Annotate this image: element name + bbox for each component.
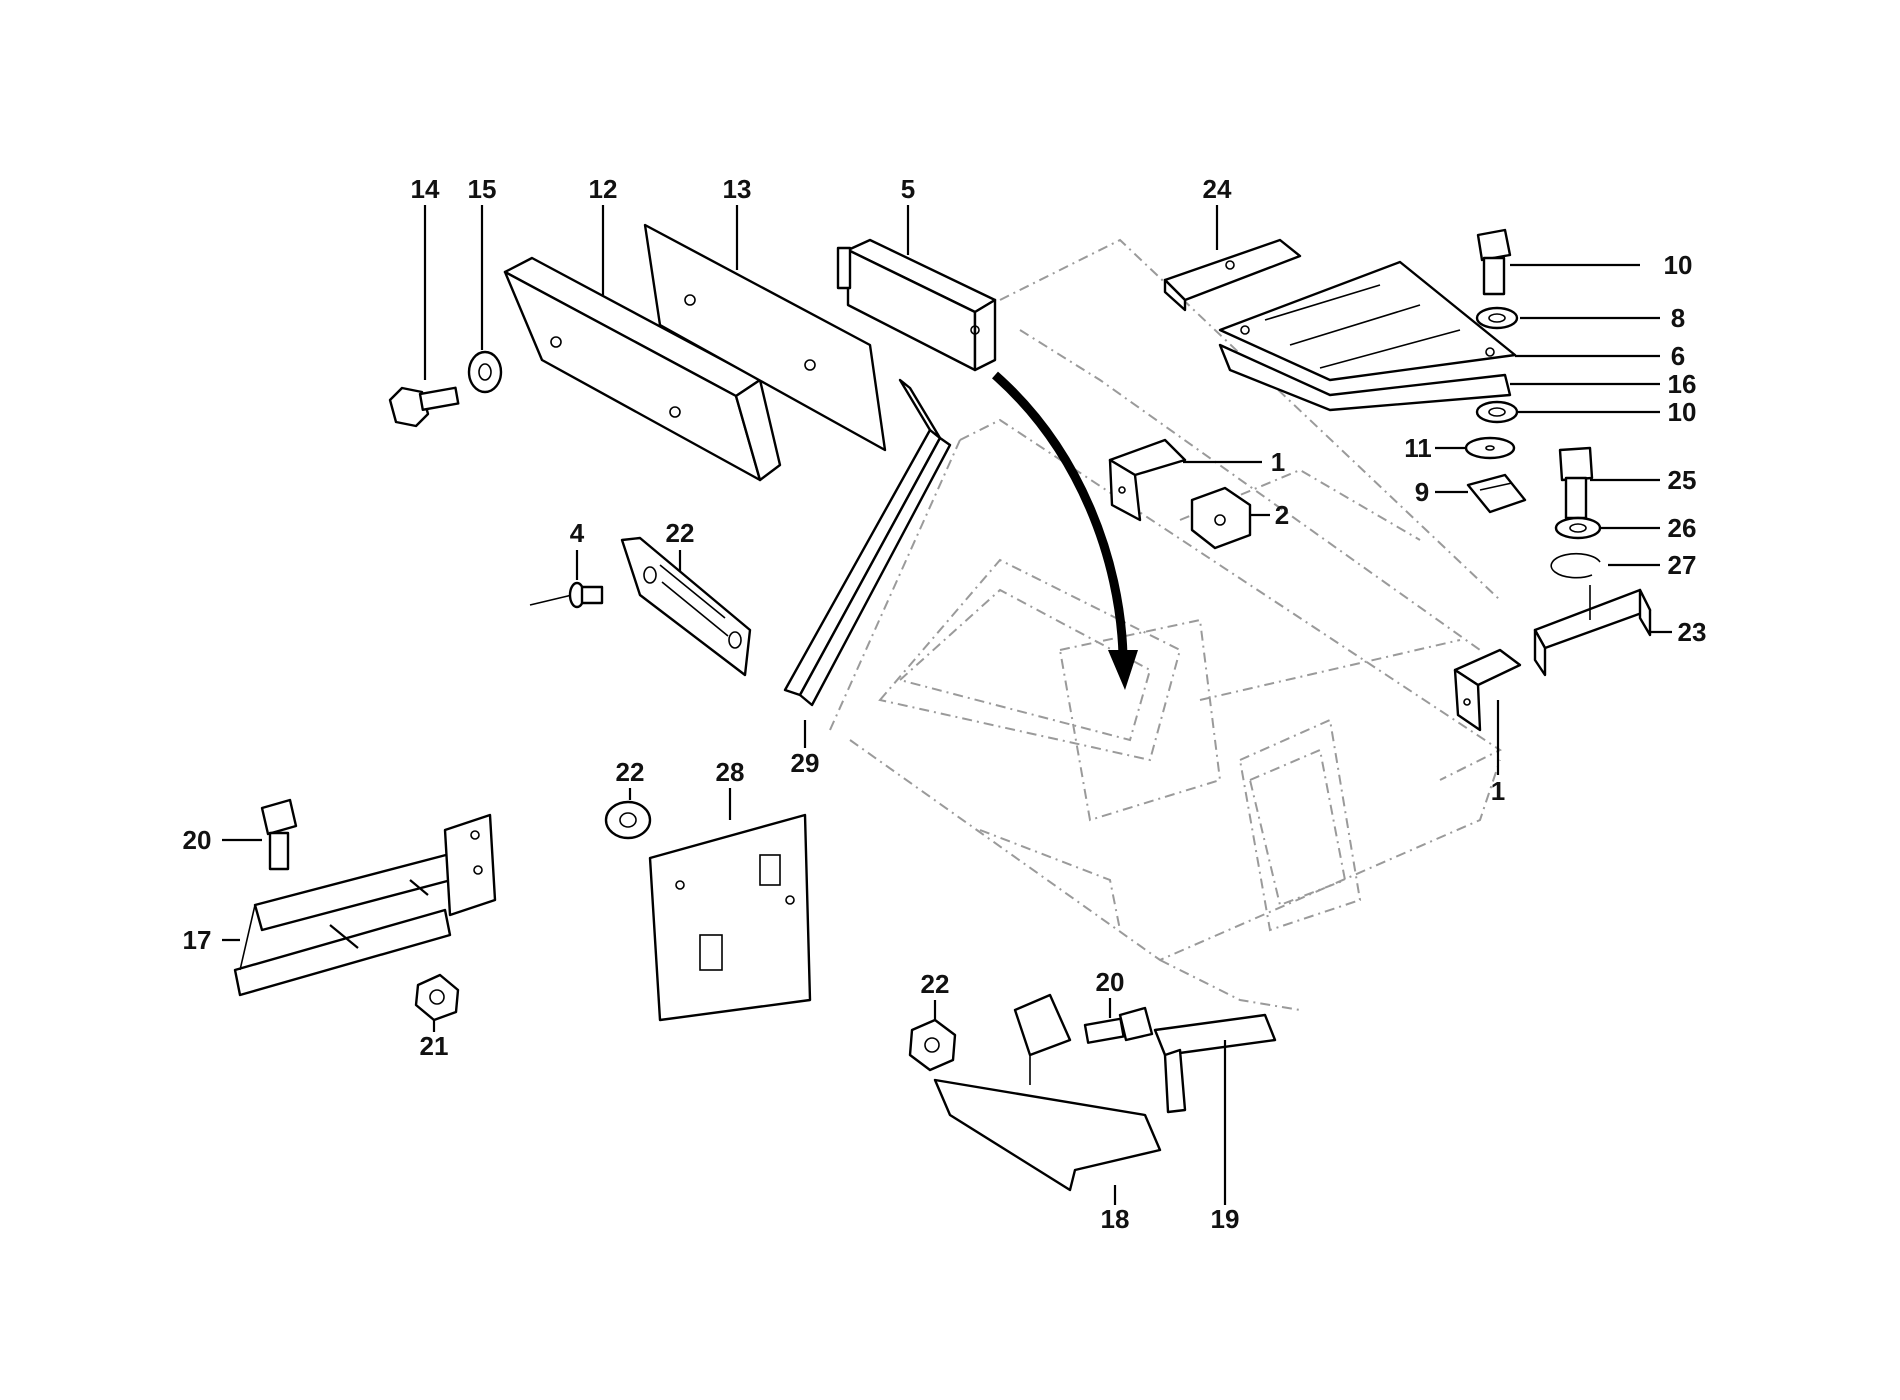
stud-bolts (329, 879, 429, 949)
callout-23: 23 (1678, 617, 1707, 647)
callout-16: 16 (1668, 369, 1697, 399)
callout-2: 2 (1275, 500, 1289, 530)
panel-13 (643, 223, 887, 452)
callout-1-upper: 1 (1271, 447, 1285, 477)
callout-1-lower: 1 (1491, 776, 1505, 806)
callout-25: 25 (1668, 465, 1697, 495)
callout-5: 5 (901, 174, 915, 204)
bracket-18 (933, 993, 1162, 1192)
bolt-14 (388, 386, 460, 428)
leader-lines (222, 205, 1672, 1205)
washer-11 (1464, 436, 1516, 460)
callout-10-bottom: 10 (1668, 397, 1697, 427)
bolt-25 (1558, 446, 1594, 520)
callout-20-lower: 20 (1096, 967, 1125, 997)
ring-27 (1550, 552, 1601, 579)
clip-9 (1466, 473, 1527, 514)
strip-29 (783, 378, 952, 707)
bracket-24 (1163, 238, 1302, 312)
plate-22-upper (620, 536, 752, 677)
washer-15 (467, 350, 503, 394)
callout-21: 21 (420, 1031, 449, 1061)
callout-10-top: 10 (1664, 250, 1693, 280)
callout-18: 18 (1101, 1204, 1130, 1234)
callout-15: 15 (468, 174, 497, 204)
bracket-1-upper (1108, 438, 1187, 522)
rivet-4 (529, 581, 604, 609)
nut-21 (414, 973, 460, 1022)
assembly-arrow (992, 371, 1138, 690)
callout-17: 17 (183, 925, 212, 955)
panel-12 (503, 256, 782, 482)
tray-6 (1218, 260, 1517, 382)
bracket-1-lower (1453, 648, 1522, 732)
washer-8 (1475, 306, 1519, 330)
callout-9: 9 (1415, 477, 1429, 507)
callout-4: 4 (570, 518, 585, 548)
vehicle-floor-outline (829, 238, 1502, 1011)
callout-13: 13 (723, 174, 752, 204)
module-5 (836, 238, 997, 372)
callout-22-upper: 22 (666, 518, 695, 548)
callout-11: 11 (1404, 433, 1432, 463)
callout-27: 27 (1668, 550, 1697, 580)
plate-28 (648, 813, 812, 1022)
callout-20-left: 20 (183, 825, 212, 855)
callout-19: 19 (1211, 1204, 1240, 1234)
pad-16 (1218, 343, 1512, 412)
callout-29: 29 (791, 748, 820, 778)
callout-6: 6 (1671, 341, 1685, 371)
bolt-20-left (260, 798, 298, 871)
callout-14: 14 (411, 174, 440, 204)
callout-12: 12 (589, 174, 618, 204)
washer-26 (1554, 516, 1602, 540)
bracket-19 (1153, 1013, 1277, 1114)
callout-24: 24 (1203, 174, 1232, 204)
callout-22-lower: 22 (921, 969, 950, 999)
nut-22-middle (604, 800, 652, 840)
callout-labels: 14 15 12 13 5 24 10 8 6 16 10 11 25 9 26… (183, 174, 1707, 1234)
washer-10-bottom (1475, 400, 1519, 424)
nut-2 (1190, 486, 1252, 550)
bracket-17 (233, 813, 497, 997)
callout-28: 28 (716, 757, 745, 787)
callout-8: 8 (1671, 303, 1685, 333)
nut-22-lower (908, 1018, 957, 1072)
callout-22-middle: 22 (616, 757, 645, 787)
bolt-10-top (1476, 228, 1512, 296)
bracket-23 (1533, 585, 1652, 677)
bolt-20-lower (1083, 1006, 1154, 1044)
callout-26: 26 (1668, 513, 1697, 543)
